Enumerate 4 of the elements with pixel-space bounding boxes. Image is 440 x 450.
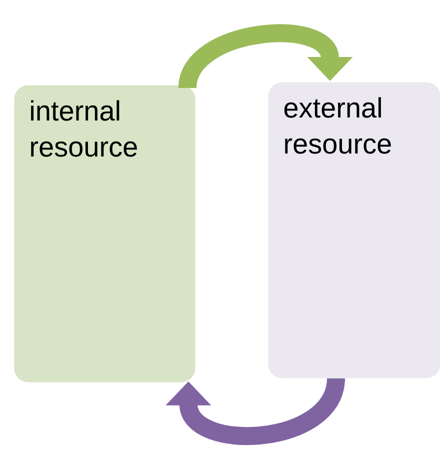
resource-box: internal resource — [14, 85, 196, 382]
curved-arrow — [166, 376, 345, 445]
curved-arrow — [178, 24, 353, 90]
resource-box: external resource — [268, 82, 440, 378]
